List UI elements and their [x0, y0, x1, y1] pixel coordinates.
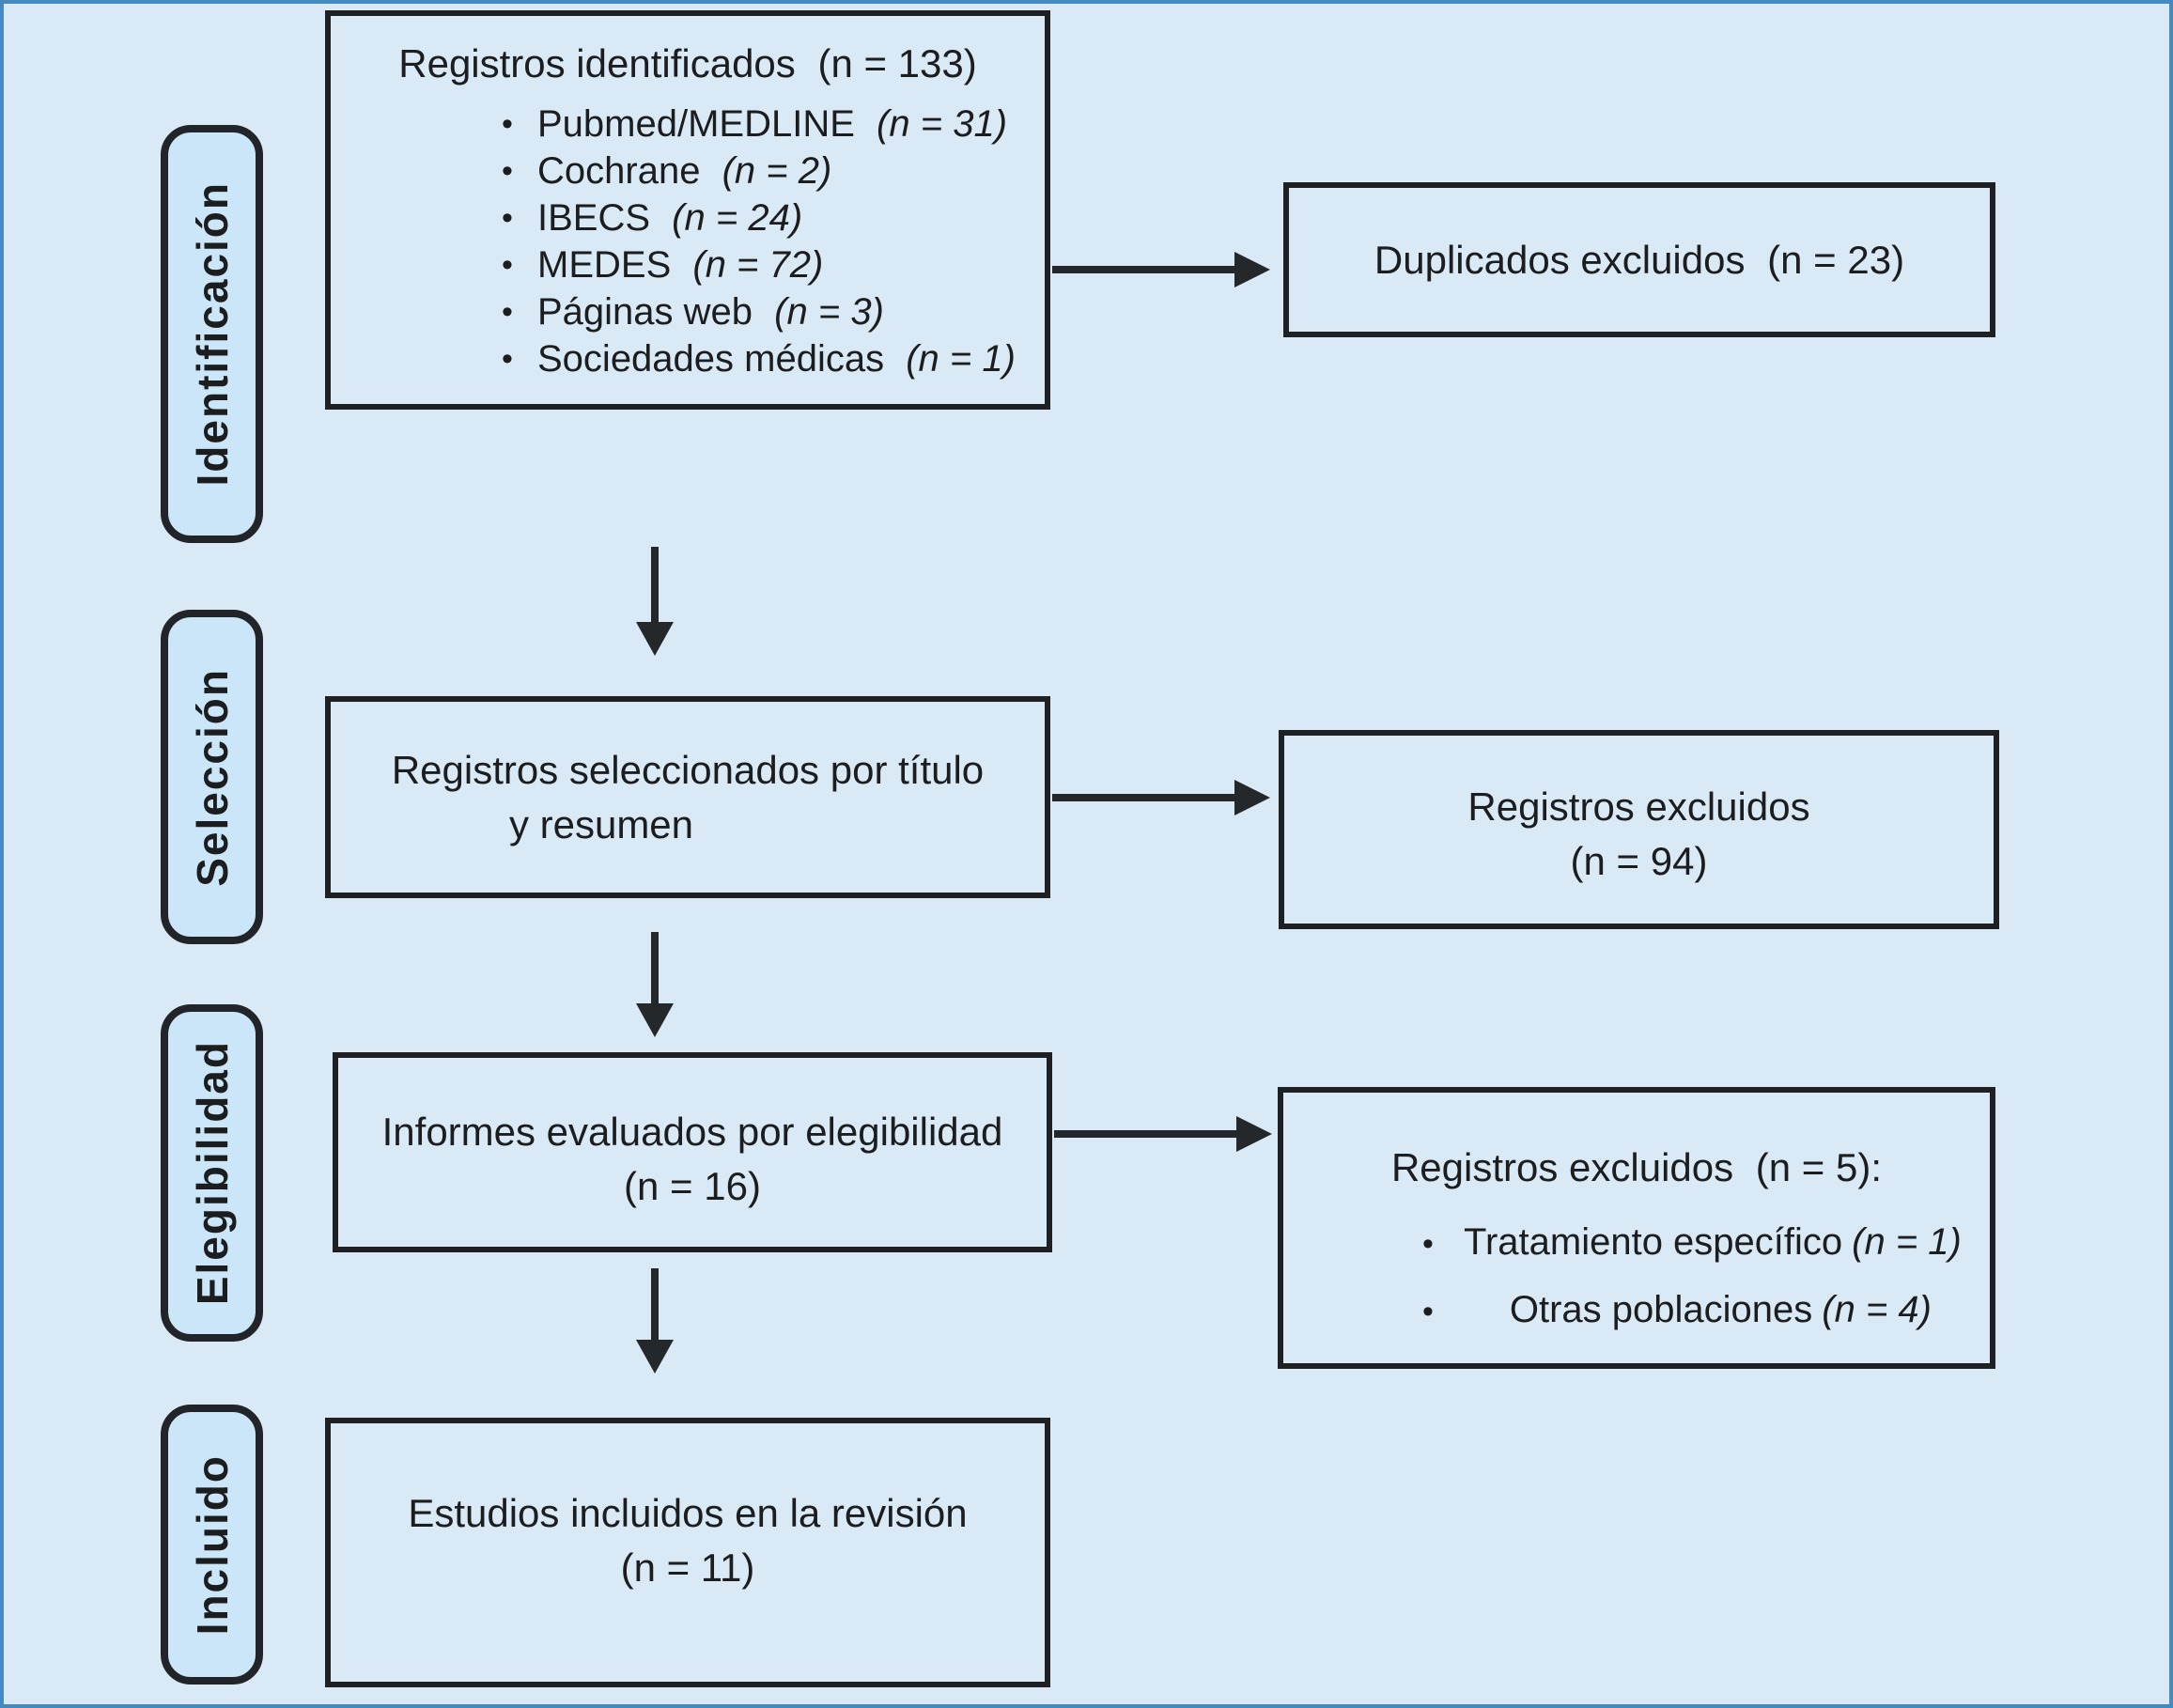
- box-duplicates-excluded: Duplicados excluidos (n = 23): [1283, 182, 1995, 337]
- source-item: Pubmed/MEDLINE (n = 31): [496, 101, 1045, 148]
- arrow-down-head-icon: [636, 622, 674, 656]
- reason-item: Tratamiento específico (n = 1): [1422, 1209, 1962, 1277]
- arrow-down-head-icon: [636, 1003, 674, 1037]
- arrow-line: [1054, 1130, 1238, 1138]
- records-excluded-screening-text: Registros excluidos: [1467, 784, 1810, 829]
- studies-included-count: (n = 11): [620, 1545, 755, 1590]
- records-identified-source-list: Pubmed/MEDLINE (n = 31) Cochrane (n = 2)…: [331, 101, 1045, 382]
- arrow-down-head-icon: [636, 1340, 674, 1374]
- box-studies-included: Estudios incluidos en la revisión (n = 1…: [325, 1418, 1050, 1687]
- stage-pill-screening: Selección: [161, 610, 263, 944]
- arrow-right-head-icon: [1236, 1116, 1272, 1152]
- records-screened-line2: y resumen: [508, 801, 694, 846]
- arrow-line: [651, 547, 659, 624]
- stage-pill-identification: Identificación: [161, 125, 263, 543]
- stage-label-included: Incluido: [187, 1453, 237, 1636]
- stage-label-eligibility: Elegibilidad: [187, 1040, 237, 1306]
- reports-assessed-count: (n = 16): [624, 1163, 761, 1208]
- source-item: MEDES (n = 72): [496, 241, 1045, 288]
- source-item: Sociedades médicas (n = 1): [496, 335, 1045, 382]
- duplicates-excluded-text: Duplicados excluidos (n = 23): [1374, 237, 1905, 282]
- stage-label-screening: Selección: [187, 667, 237, 887]
- records-screened-line1: Registros seleccionados por título: [391, 747, 985, 792]
- exclusion-reason-list: Tratamiento específico (n = 1) Otras pob…: [1283, 1209, 1990, 1344]
- box-records-identified: Registros identificados (n = 133) Pubmed…: [325, 10, 1050, 410]
- records-excluded-screening-count: (n = 94): [1570, 839, 1708, 883]
- box-records-excluded-screening: Registros excluidos (n = 94): [1279, 730, 1999, 929]
- source-item: Páginas web (n = 3): [496, 288, 1045, 335]
- arrow-right-head-icon: [1234, 780, 1270, 815]
- box-records-excluded-eligibility: Registros excluidos (n = 5): Tratamiento…: [1278, 1087, 1995, 1369]
- source-item: Cochrane (n = 2): [496, 148, 1045, 194]
- box-records-screened: Registros seleccionados por título y res…: [325, 696, 1050, 898]
- reason-item: Otras poblaciones (n = 4): [1422, 1277, 1932, 1344]
- records-identified-title: Registros identificados (n = 133): [398, 41, 977, 85]
- arrow-line: [1052, 794, 1236, 801]
- source-item: IBECS (n = 24): [496, 194, 1045, 241]
- reports-assessed-text: Informes evaluados por elegibilidad: [381, 1109, 1003, 1154]
- arrow-line: [651, 932, 659, 1005]
- studies-included-text: Estudios incluidos en la revisión: [408, 1490, 968, 1535]
- arrow-line: [1052, 266, 1236, 273]
- arrow-right-head-icon: [1234, 252, 1270, 287]
- box-reports-assessed: Informes evaluados por elegibilidad (n =…: [333, 1052, 1052, 1252]
- records-excluded-eligibility-title: Registros excluidos (n = 5):: [1390, 1145, 1883, 1189]
- stage-pill-included: Incluido: [161, 1405, 263, 1685]
- arrow-line: [651, 1268, 659, 1342]
- stage-label-identification: Identificación: [187, 181, 237, 487]
- stage-pill-eligibility: Elegibilidad: [161, 1004, 263, 1342]
